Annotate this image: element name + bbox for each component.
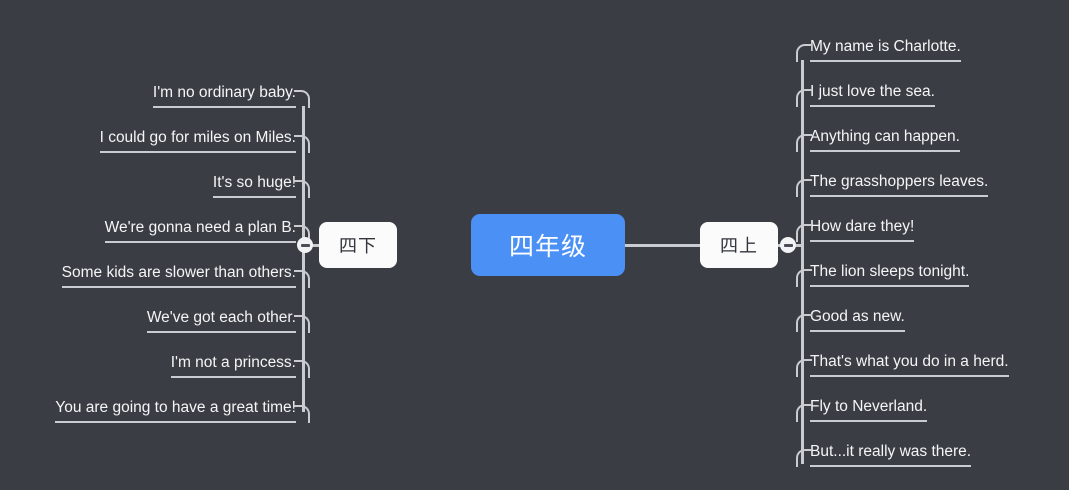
leaf-label: The grasshoppers leaves. [810,173,989,190]
leaf-label: The lion sleeps tonight. [810,263,970,280]
leaf-label: That's what you do in a herd. [810,353,1009,370]
leaf-underline [152,106,296,108]
leaf-label: I just love the sea. [810,83,935,100]
leaf-connector-elbow [294,405,310,423]
leaf-connector-elbow [294,180,310,198]
leaf-underline [810,60,961,62]
leaf-label: Anything can happen. [810,128,960,145]
leaf-underline [810,330,905,332]
leaf-label: I'm no ordinary baby. [152,84,296,101]
leaf-item[interactable]: I'm no ordinary baby. [143,78,310,108]
leaf-item[interactable]: But...it really was there. [796,437,983,467]
leaf-connector-elbow [796,359,812,377]
leaf-underline [99,151,296,153]
leaf-underline [810,375,1009,377]
leaf-item[interactable]: You are going to have a great time! [45,393,310,423]
leaf-underline [61,286,296,288]
leaf-underline [104,241,296,243]
leaf-label: My name is Charlotte. [810,38,961,55]
leaf-connector-elbow [796,314,812,332]
trunk-connector-left [305,244,321,247]
leaf-item[interactable]: I'm not a princess. [161,348,310,378]
leaf-item[interactable]: Some kids are slower than others. [52,258,310,288]
leaf-connector-elbow [294,135,310,153]
leaf-underline [170,376,296,378]
leaf-underline [810,150,960,152]
leaf-connector-elbow [796,44,812,62]
leaf-item[interactable]: My name is Charlotte. [796,32,973,62]
minus-circle-icon-right[interactable] [780,237,796,253]
leaf-connector-elbow [796,134,812,152]
leaf-underline [810,285,970,287]
leaf-connector-elbow [294,360,310,378]
branch-spine-right [801,60,804,464]
leaf-item[interactable]: How dare they! [796,212,926,242]
leaf-connector-elbow [796,89,812,107]
leaf-connector-elbow [796,449,812,467]
leaf-connector-elbow [796,224,812,242]
leaf-label: We're gonna need a plan B. [104,219,296,236]
leaf-connector-elbow [796,269,812,287]
leaf-label: Fly to Neverland. [810,398,928,415]
branch-node-left[interactable]: 四下 [319,222,397,268]
leaf-item[interactable]: That's what you do in a herd. [796,347,1021,377]
leaf-connector-elbow [796,179,812,197]
leaf-item[interactable]: Good as new. [796,302,917,332]
leaf-label: Good as new. [810,308,905,325]
branch-node-right[interactable]: 四上 [700,222,778,268]
leaf-underline [212,196,296,198]
leaf-underline [810,465,972,467]
leaf-label: You are going to have a great time! [55,399,296,416]
leaf-label: But...it really was there. [810,443,972,460]
leaf-item[interactable]: We're gonna need a plan B. [95,213,310,243]
minus-circle-icon-left[interactable] [297,237,313,253]
leaf-underline [55,421,296,423]
leaf-item[interactable]: I could go for miles on Miles. [90,123,310,153]
leaf-connector-elbow [294,315,310,333]
leaf-item[interactable]: The lion sleeps tonight. [796,257,981,287]
leaf-connector-elbow [294,270,310,288]
leaf-item[interactable]: Fly to Neverland. [796,392,939,422]
leaf-label: I'm not a princess. [170,354,296,371]
leaf-label: Some kids are slower than others. [61,264,296,281]
leaf-label: We've got each other. [146,309,296,326]
leaf-underline [810,240,915,242]
leaf-label: How dare they! [810,218,915,235]
leaf-label: I could go for miles on Miles. [99,129,296,146]
root-node[interactable]: 四年级 [471,214,625,276]
trunk-connector-right [623,244,702,247]
leaf-connector-elbow [796,404,812,422]
leaf-item[interactable]: Anything can happen. [796,122,972,152]
leaf-item[interactable]: It's so huge! [203,168,310,198]
leaf-underline [146,331,296,333]
leaf-item[interactable]: We've got each other. [137,303,310,333]
leaf-item[interactable]: The grasshoppers leaves. [796,167,1000,197]
leaf-item[interactable]: I just love the sea. [796,77,947,107]
leaf-underline [810,195,989,197]
leaf-connector-elbow [294,90,310,108]
leaf-connector-elbow [294,225,310,243]
leaf-underline [810,105,935,107]
leaf-underline [810,420,928,422]
branch-spine-left [302,106,305,412]
leaf-label: It's so huge! [212,174,296,191]
